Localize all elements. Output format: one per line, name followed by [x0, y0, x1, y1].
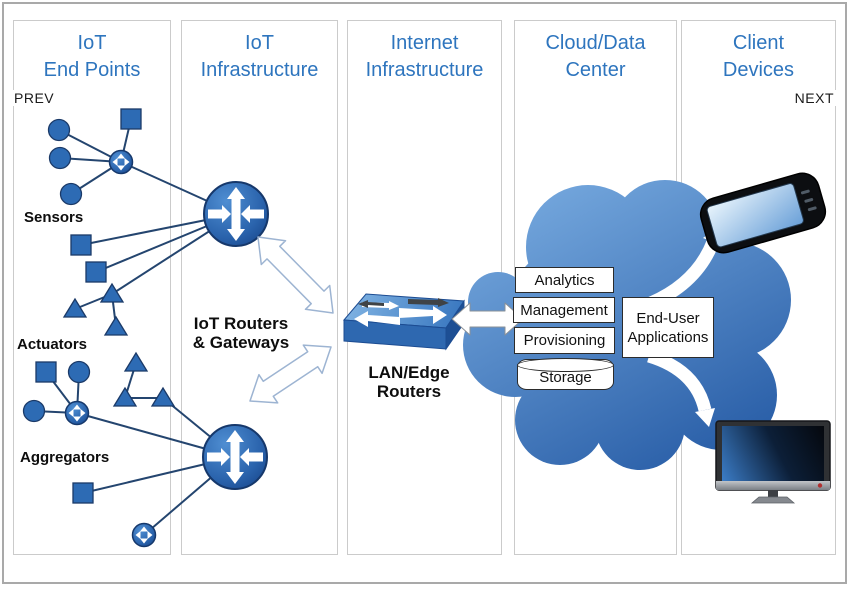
iot-routers-gateways-label: IoT Routers & Gateways — [183, 314, 299, 352]
iot-routers-label-line: IoT Routers — [193, 314, 289, 333]
actuators-label: Actuators — [17, 336, 88, 353]
column-title-line: Infrastructure — [200, 59, 319, 81]
iot-routers-label-line: & Gateways — [192, 333, 290, 352]
column-title: Client Devices — [682, 21, 835, 84]
column-title-line: IoT — [77, 32, 107, 54]
outer-frame — [2, 2, 847, 584]
sensors-label: Sensors — [24, 209, 84, 226]
column-title-line: Client — [732, 32, 785, 54]
prev-nav-button[interactable]: PREV — [12, 90, 57, 106]
lan-edge-label-line: Routers — [376, 382, 442, 401]
lan-edge-routers-label: LAN/Edge Routers — [350, 363, 468, 401]
management-box: Management — [513, 297, 615, 323]
column-title-line: Devices — [722, 59, 795, 81]
end-user-applications-box: End-User Applications — [622, 297, 714, 358]
storage-label: Storage — [539, 369, 592, 386]
column-title: IoT Infrastructure — [182, 21, 337, 84]
column-internet-infrastructure: Internet Infrastructure — [347, 20, 502, 555]
aggregators-label: Aggregators — [20, 449, 110, 466]
column-title: Internet Infrastructure — [348, 21, 501, 84]
column-title-line: IoT — [245, 32, 274, 54]
end-user-label-line: End-User — [636, 309, 700, 327]
next-nav-button[interactable]: NEXT — [792, 90, 836, 106]
analytics-box: Analytics — [515, 267, 614, 293]
end-user-label-line: Applications — [627, 328, 709, 346]
column-title: Cloud/Data Center — [515, 21, 676, 84]
storage-cylinder: Storage — [517, 358, 614, 390]
column-title-line: Center — [565, 59, 626, 81]
column-iot-infrastructure: IoT Infrastructure — [181, 20, 338, 555]
column-title: IoT End Points — [14, 21, 170, 84]
lan-edge-label-line: LAN/Edge — [368, 363, 450, 382]
column-title-line: Cloud/Data — [545, 32, 646, 54]
column-title-line: Infrastructure — [365, 59, 484, 81]
provisioning-box: Provisioning — [514, 327, 615, 354]
column-title-line: End Points — [43, 59, 141, 81]
column-title-line: Internet — [390, 32, 459, 54]
